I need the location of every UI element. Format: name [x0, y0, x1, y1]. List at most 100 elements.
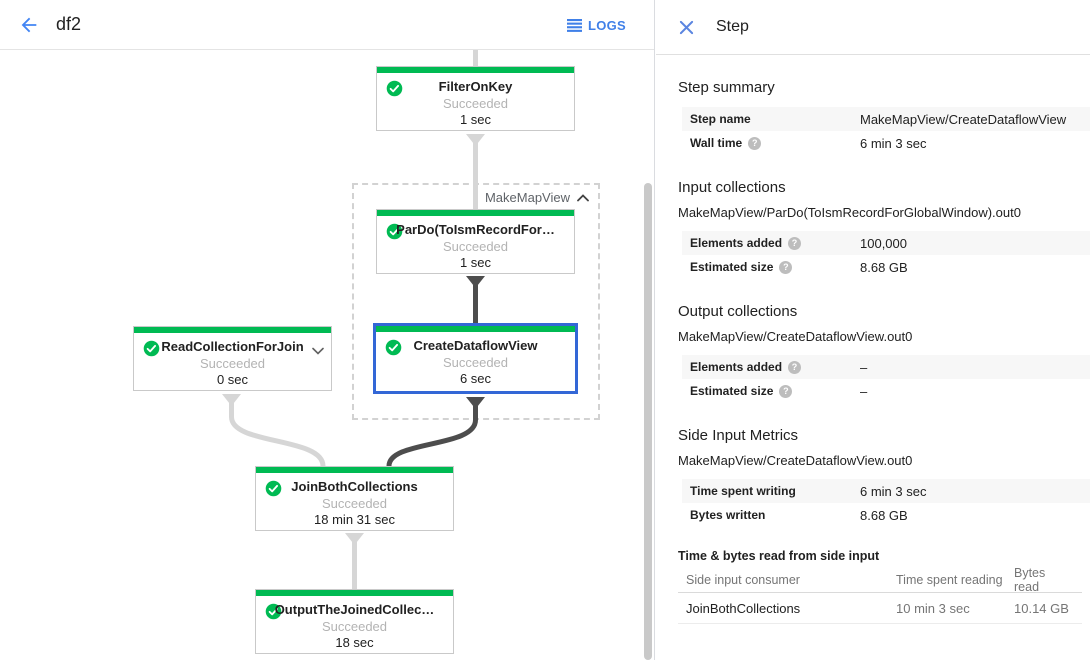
- node-status: Succeeded: [321, 619, 388, 634]
- node-status: Succeeded: [321, 496, 388, 511]
- node-time: 18 sec: [335, 635, 374, 650]
- kv-value-text: 8.68 GB: [860, 259, 908, 275]
- arrow-left-icon: [21, 17, 37, 32]
- node-title: ReadCollectionForJoin: [161, 339, 304, 354]
- section-input-collections: Input collections MakeMapView/ParDo(ToIs…: [678, 179, 1090, 279]
- graph-edges: [222, 50, 485, 589]
- logs-list-icon: [566, 18, 582, 32]
- node-time: 1 sec: [459, 112, 492, 127]
- kv-label-text: Estimated size: [690, 384, 774, 398]
- col-header-time: Time spent reading: [896, 572, 1003, 587]
- help-icon[interactable]: ?: [788, 236, 802, 250]
- graph-header: df2 LOGS: [0, 0, 654, 50]
- step-detail-panel: Step Step summary Step name MakeMapView/…: [656, 0, 1090, 660]
- help-icon[interactable]: ?: [779, 260, 793, 274]
- cell-bytes: 10.14 GB: [1014, 600, 1069, 616]
- detail-body: Step summary Step name MakeMapView/Creat…: [656, 79, 1090, 624]
- kv-row-time-spent-writing: Time spent writing 6 min 3 sec: [682, 479, 1090, 503]
- table-heading: Time & bytes read from side input: [678, 549, 880, 563]
- node-status-bar: [256, 590, 453, 596]
- graph-node-joinbothcollections[interactable]: JoinBothCollections Succeeded 18 min 31 …: [255, 466, 454, 531]
- node-title: ParDo(ToIsmRecordFor…: [396, 222, 555, 237]
- graph-scrollbar[interactable]: [644, 183, 652, 660]
- section-side-input-metrics: Side Input Metrics MakeMapView/CreateDat…: [678, 427, 1090, 527]
- section-heading: Side Input Metrics: [678, 427, 799, 444]
- close-icon: [679, 20, 693, 34]
- node-time: 18 min 31 sec: [314, 512, 395, 527]
- kv-value-text: 6 min 3 sec: [860, 483, 927, 499]
- panel-title: Step: [716, 18, 749, 35]
- section-heading: Input collections: [678, 179, 786, 196]
- help-icon[interactable]: ?: [779, 384, 793, 398]
- expand-node-button[interactable]: [312, 342, 324, 360]
- kv-row-estimated-size: Estimated size ? 8.68 GB: [682, 255, 1090, 279]
- section-heading: Step summary: [678, 79, 775, 96]
- kv-label-text: Elements added: [690, 360, 783, 374]
- kv-row-estimated-size: Estimated size ? –: [682, 379, 1090, 403]
- side-input-read-table: Time & bytes read from side input Side i…: [678, 549, 1082, 624]
- graph-node-pardo-toismrecord[interactable]: ParDo(ToIsmRecordFor… Succeeded 1 sec: [376, 209, 575, 274]
- node-status: Succeeded: [442, 96, 509, 111]
- node-time: 1 sec: [459, 255, 492, 270]
- node-time: 6 sec: [459, 371, 492, 386]
- cell-consumer: JoinBothCollections: [686, 600, 801, 616]
- logs-button[interactable]: LOGS: [566, 0, 626, 50]
- node-status-bar: [377, 210, 574, 216]
- detail-header: Step: [656, 0, 1090, 55]
- kv-label-text: Time spent writing: [690, 484, 796, 498]
- kv-value-text: 6 min 3 sec: [860, 135, 927, 151]
- chevron-up-icon: [577, 193, 589, 201]
- logs-button-label: LOGS: [587, 17, 626, 33]
- chevron-down-icon: [312, 347, 324, 355]
- job-title: df2: [56, 14, 82, 34]
- success-check-icon: [386, 80, 403, 97]
- graph-node-outputthejoined[interactable]: OutputTheJoinedCollec… Succeeded 18 sec: [255, 589, 454, 654]
- node-status: Succeeded: [199, 356, 266, 371]
- back-button[interactable]: [14, 10, 44, 40]
- node-status: Succeeded: [442, 355, 509, 370]
- success-check-icon: [386, 223, 403, 240]
- node-status-bar: [376, 326, 575, 332]
- collection-name: MakeMapView/CreateDataflowView.out0: [678, 453, 913, 468]
- graph-node-createdataflowview[interactable]: CreateDataflowView Succeeded 6 sec: [373, 323, 578, 394]
- cell-time: 10 min 3 sec: [896, 600, 970, 616]
- section-heading: Output collections: [678, 303, 798, 320]
- group-toggle[interactable]: MakeMapView: [485, 190, 589, 205]
- kv-label-text: Bytes written: [690, 508, 766, 522]
- node-time: 0 sec: [216, 372, 249, 387]
- help-icon[interactable]: ?: [748, 136, 762, 150]
- success-check-icon: [143, 340, 160, 357]
- kv-value-text: MakeMapView/CreateDataflowView: [860, 111, 1067, 127]
- section-step-summary: Step summary Step name MakeMapView/Creat…: [678, 79, 1090, 155]
- success-check-icon: [265, 603, 282, 620]
- node-status-bar: [256, 467, 453, 473]
- kv-row-elements-added: Elements added ? 100,000: [682, 231, 1090, 255]
- node-status: Succeeded: [442, 239, 509, 254]
- kv-value-text: –: [860, 383, 868, 399]
- kv-value-text: 8.68 GB: [860, 507, 908, 523]
- graph-node-readcollectionforjoin[interactable]: ReadCollectionForJoin Succeeded 0 sec: [133, 326, 332, 391]
- kv-value-text: 100,000: [860, 235, 907, 251]
- help-icon[interactable]: ?: [788, 360, 802, 374]
- section-output-collections: Output collections MakeMapView/CreateDat…: [678, 303, 1090, 403]
- node-title: CreateDataflowView: [413, 338, 538, 353]
- success-check-icon: [265, 480, 282, 497]
- kv-row-step-name: Step name MakeMapView/CreateDataflowView: [682, 107, 1090, 131]
- kv-value-text: –: [860, 359, 868, 375]
- collection-name: MakeMapView/ParDo(ToIsmRecordForGlobalWi…: [678, 205, 1021, 220]
- close-panel-button[interactable]: [673, 14, 699, 40]
- node-title: JoinBothCollections: [291, 479, 418, 494]
- success-check-icon: [385, 339, 402, 356]
- kv-label-text: Wall time: [690, 136, 743, 150]
- group-label-text: MakeMapView: [484, 190, 570, 205]
- node-title: FilterOnKey: [438, 79, 513, 94]
- kv-label-text: Estimated size: [690, 260, 774, 274]
- kv-row-wall-time: Wall time ? 6 min 3 sec: [682, 131, 1090, 155]
- table-row: JoinBothCollections 10 min 3 sec 10.14 G…: [678, 593, 1082, 624]
- graph-canvas[interactable]: MakeMapView: [0, 50, 654, 660]
- node-status-bar: [134, 327, 331, 333]
- graph-node-filteronkey[interactable]: FilterOnKey Succeeded 1 sec: [376, 66, 575, 131]
- kv-row-elements-added: Elements added ? –: [682, 355, 1090, 379]
- col-header-consumer: Side input consumer: [686, 572, 800, 587]
